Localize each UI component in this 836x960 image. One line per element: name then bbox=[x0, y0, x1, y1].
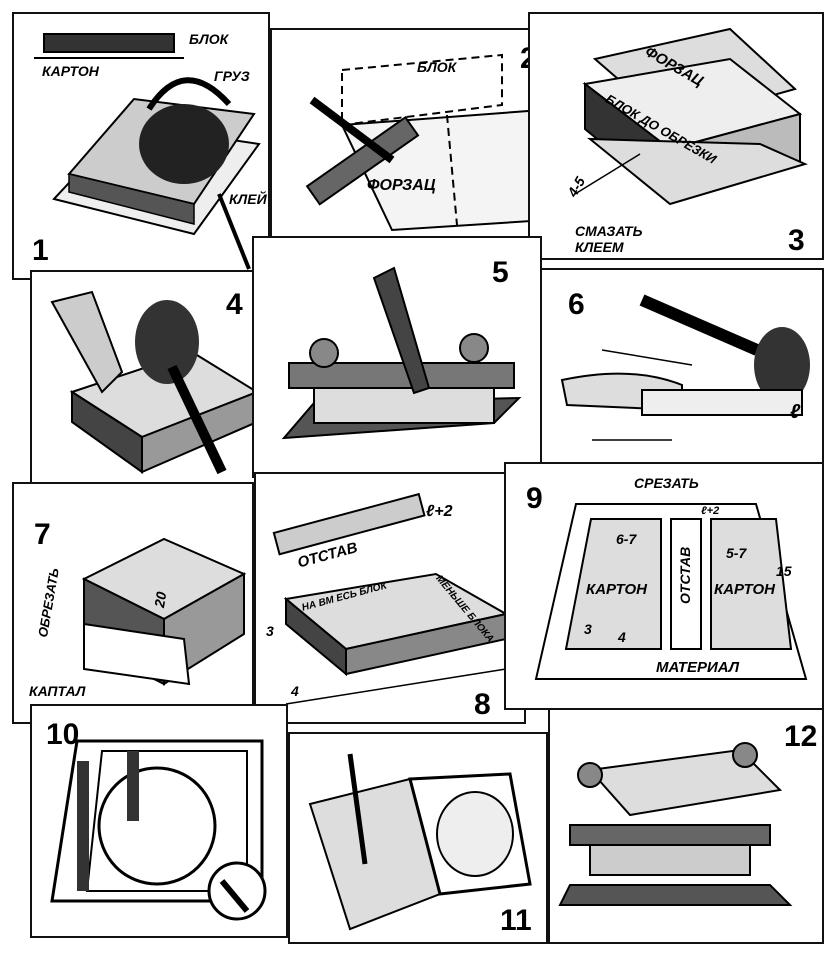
label-headband: КАПТАЛ bbox=[29, 684, 85, 698]
label-l-plus-2: ℓ+2 bbox=[701, 506, 719, 517]
step-9-panel: 9 СРЕЗАТЬ ℓ+2 6-7 5-7 15 КАРТОН ОТСТАВ К… bbox=[504, 462, 824, 710]
step-number: 9 bbox=[526, 484, 543, 514]
step-12-illustration bbox=[550, 710, 824, 944]
step-12-panel: 12 bbox=[548, 708, 824, 944]
label-four: 4 bbox=[291, 684, 299, 698]
step-2-illustration bbox=[272, 30, 558, 260]
step-2-panel: БЛОК ФОРЗАЦ 2 bbox=[270, 28, 558, 260]
label-cardboard-left: КАРТОН bbox=[586, 582, 647, 597]
step-11-panel: 11 bbox=[288, 732, 548, 944]
step-number: 3 bbox=[788, 226, 805, 256]
label-cardboard-right: КАРТОН bbox=[714, 582, 775, 597]
step-number: 10 bbox=[46, 720, 79, 750]
label-block: БЛОК bbox=[189, 32, 228, 46]
label-apply-glue-line2: КЛЕЕМ bbox=[575, 240, 624, 254]
label-three: 3 bbox=[584, 622, 592, 636]
label-gap-left: 6-7 bbox=[616, 532, 636, 546]
step-10-panel: 10 bbox=[30, 704, 288, 938]
step-4-panel: 4 bbox=[30, 270, 270, 498]
step-7-panel: ОБРЕЗАТЬ 20 КАПТАЛ 7 bbox=[12, 482, 254, 724]
step-6-panel: ℓ 6 bbox=[540, 268, 824, 466]
step-number: 5 bbox=[492, 258, 509, 288]
step-number: 8 bbox=[474, 690, 491, 720]
label-fifteen: 15 bbox=[776, 564, 792, 578]
label-l-plus-2: ℓ+2 bbox=[426, 504, 453, 520]
label-material: МАТЕРИАЛ bbox=[656, 660, 739, 675]
step-1-panel: БЛОК КАРТОН ГРУЗ КЛЕЙ 1 bbox=[12, 12, 270, 280]
label-size: 20 bbox=[152, 591, 168, 609]
step-3-panel: ФОРЗАЦ БЛОК ДО ОБРЕЗКИ 4-5 СМАЗАТЬ КЛЕЕМ… bbox=[528, 12, 824, 260]
label-three: 3 bbox=[266, 624, 274, 638]
step-8-panel: ОТСТАВ ℓ+2 НА ВМ ЕСЬ БЛОК МЕНЬШЕ БЛОКА 3… bbox=[254, 472, 526, 724]
label-block: БЛОК bbox=[417, 60, 456, 74]
label-l: ℓ bbox=[790, 402, 800, 422]
label-spine: ОТСТАВ bbox=[678, 547, 692, 604]
step-number: 1 bbox=[32, 236, 49, 266]
step-number: 12 bbox=[784, 722, 817, 752]
label-weight: ГРУЗ bbox=[214, 69, 250, 83]
step-number: 7 bbox=[34, 520, 51, 550]
label-four: 4 bbox=[618, 630, 626, 644]
step-number: 11 bbox=[500, 906, 532, 936]
step-5-panel: 5 bbox=[252, 236, 542, 478]
label-apply-glue-line1: СМАЗАТЬ bbox=[575, 224, 643, 238]
step-number: 4 bbox=[226, 290, 243, 320]
step-number: 6 bbox=[568, 290, 585, 320]
label-glue: КЛЕЙ bbox=[229, 192, 267, 206]
label-cardboard: КАРТОН bbox=[42, 64, 99, 78]
label-endpaper: ФОРЗАЦ bbox=[367, 178, 436, 194]
label-gap-right: 5-7 bbox=[726, 546, 746, 560]
step-1-illustration bbox=[14, 14, 270, 280]
label-cut: СРЕЗАТЬ bbox=[634, 476, 699, 490]
